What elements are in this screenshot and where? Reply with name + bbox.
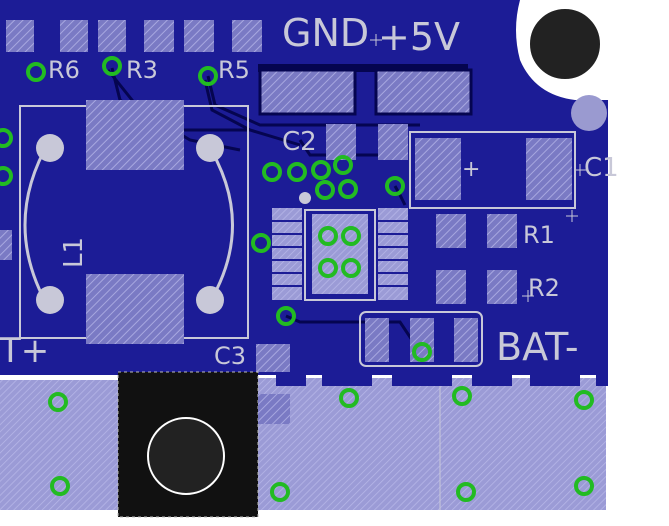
label-c1-polarity: + xyxy=(462,157,480,182)
label-r3: R3 xyxy=(126,56,158,84)
label-r2: R2 xyxy=(528,274,560,302)
label-c3: C3 xyxy=(214,342,246,370)
inductor-l1 xyxy=(19,100,249,344)
mounting-hole-bottom xyxy=(147,417,225,495)
c2-pad-right xyxy=(378,124,408,160)
label-r6: R6 xyxy=(48,56,80,84)
bottom-connector xyxy=(0,371,608,518)
c2-pad-left xyxy=(326,124,356,160)
label-vcc: +5V xyxy=(378,15,460,59)
power-pads xyxy=(258,68,473,116)
label-c1: C1 xyxy=(584,153,619,183)
fiducial xyxy=(299,192,311,204)
mounting-hole-top xyxy=(528,7,602,81)
resistor-pads xyxy=(436,214,517,304)
sot-component xyxy=(359,311,483,367)
header-pads xyxy=(6,20,262,52)
label-bat-minus: BAT- xyxy=(496,325,579,369)
mounting-pad-top-right xyxy=(571,95,607,131)
capacitor-c1 xyxy=(409,131,576,209)
label-l1: L1 xyxy=(59,237,89,268)
label-r1: R1 xyxy=(523,221,555,249)
c3-pad xyxy=(256,344,290,372)
origin-marks xyxy=(370,34,586,302)
ic-chip xyxy=(272,208,408,301)
label-c2: C2 xyxy=(282,127,317,157)
gnd-bus xyxy=(258,64,468,72)
label-r5: R5 xyxy=(218,56,250,84)
left-pad xyxy=(0,230,12,260)
label-bat-plus-fragment: T+ xyxy=(0,331,49,371)
label-gnd: GND xyxy=(282,11,369,55)
vias xyxy=(0,56,594,502)
